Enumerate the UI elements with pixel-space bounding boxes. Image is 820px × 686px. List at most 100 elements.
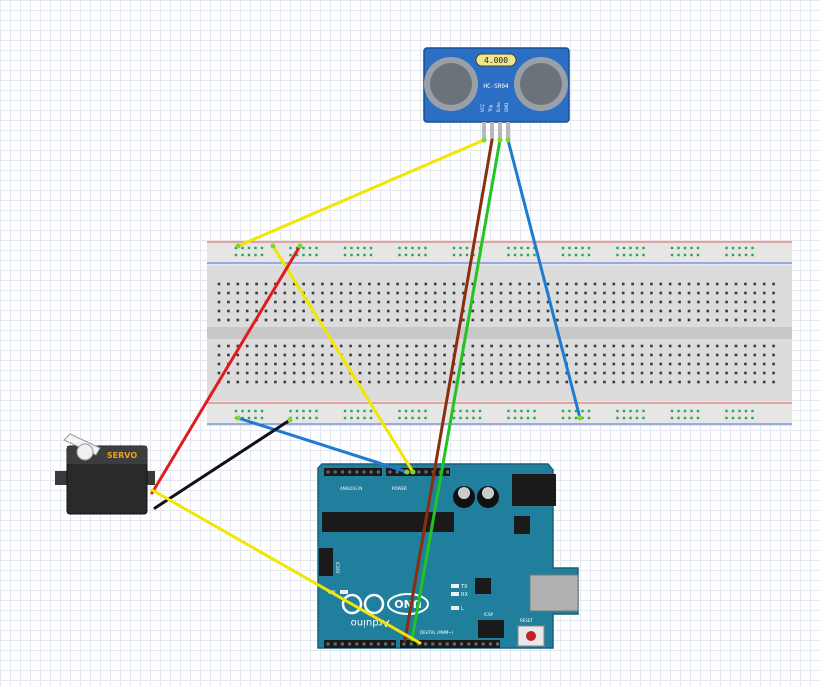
wire-servo-power[interactable] (150, 244, 302, 495)
sensor-model-label: HC-SR04 (483, 83, 509, 90)
wire-rail-5v[interactable] (271, 244, 415, 474)
wire-servo-signal[interactable] (150, 488, 422, 645)
breadboard-hole (321, 318, 324, 322)
rail-hole (629, 246, 632, 250)
breadboard-hole (603, 318, 606, 322)
servo-label: SERVO (107, 451, 137, 460)
breadboard-hole (565, 300, 569, 304)
breadboard-hole (546, 371, 550, 375)
breadboard-hole (330, 309, 334, 313)
breadboard-hole (377, 300, 381, 304)
breadboard-hole (715, 282, 719, 286)
breadboard-hole (537, 300, 540, 304)
breadboard-hole (659, 300, 663, 304)
rail-hole (642, 416, 645, 420)
breadboard-hole (452, 380, 456, 384)
wire-servo-ground[interactable] (153, 418, 292, 510)
rail-hole (369, 253, 373, 257)
breadboard-hole (509, 353, 512, 357)
breadboard-hole (339, 309, 343, 313)
breadboard-hole (368, 300, 371, 304)
breadboard-hole (631, 362, 634, 366)
wire-sensor-gnd[interactable] (506, 138, 582, 420)
breadboard-hole (499, 362, 503, 366)
breadboard-hole (405, 300, 409, 304)
reset-button-cap[interactable] (526, 631, 536, 641)
breadboard-hole (471, 344, 475, 348)
breadboard-hole (433, 291, 437, 295)
rail-hole (696, 253, 700, 257)
breadboard-hole (321, 362, 324, 366)
breadboard-hole (725, 318, 728, 322)
wire-sensor-trig[interactable] (403, 138, 494, 642)
rail-hole (459, 409, 462, 413)
breadboard-hole (762, 362, 766, 366)
rail-hole (738, 246, 741, 250)
breadboard-hole (697, 344, 700, 348)
breadboard-hole (245, 380, 249, 384)
breadboard-hole (471, 353, 475, 357)
breadboard-hole (386, 318, 390, 322)
breadboard-hole (480, 353, 484, 357)
breadboard-hole (603, 300, 606, 304)
breadboard-hole (659, 282, 663, 286)
breadboard-hole (650, 344, 653, 348)
header-pin (333, 642, 337, 646)
wire-end-marker (505, 137, 511, 143)
arduino-uno: UNO Arduino ANALOG IN POWER DIGITAL (PWM… (317, 463, 579, 649)
rail-hole (587, 409, 591, 413)
breadboard-hole (537, 380, 540, 384)
rail-hole (507, 246, 510, 250)
wire-sensor-vcc[interactable] (236, 138, 486, 248)
rail-hole (254, 409, 257, 413)
breadboard-hole (274, 380, 277, 384)
breadboard-hole (236, 344, 240, 348)
rail-hole (725, 246, 728, 250)
rail-hole (561, 246, 565, 250)
breadboard-hole (593, 309, 597, 313)
breadboard-hole (358, 282, 362, 286)
breadboard-hole (415, 309, 418, 313)
wire-sensor-echo[interactable] (410, 138, 502, 642)
breadboard-hole (358, 291, 362, 295)
breadboard-hole (734, 291, 738, 295)
breadboard-hole (509, 309, 512, 313)
breadboard-hole (697, 380, 700, 384)
breadboard-hole (396, 318, 399, 322)
rail-hole (561, 416, 565, 420)
rail-hole (308, 246, 312, 250)
breadboard-hole (772, 344, 775, 348)
wire-end-marker (404, 469, 410, 475)
breadboard-hole (668, 371, 672, 375)
rail-hole (404, 416, 408, 420)
breadboard-hole (640, 362, 644, 366)
rail-hole (452, 409, 456, 413)
header-pin (481, 642, 485, 646)
breadboard-hole (480, 291, 484, 295)
breadboard-hole (565, 318, 569, 322)
breadboard-hole (452, 291, 456, 295)
pin-label-vcc: VCC (480, 103, 485, 112)
breadboard-hole (339, 291, 343, 295)
breadboard-hole (725, 309, 728, 313)
breadboard-hole (509, 371, 512, 375)
breadboard-hole (734, 300, 738, 304)
breadboard-hole (405, 309, 409, 313)
wire-end-marker (481, 137, 487, 143)
wire-rail-gnd[interactable] (236, 416, 409, 474)
rail-hole (683, 253, 687, 257)
breadboard-hole (762, 353, 766, 357)
breadboard-hole (217, 291, 221, 295)
breadboard-hole (631, 318, 634, 322)
breadboard-hole (443, 380, 446, 384)
header-pin (355, 470, 359, 474)
rail-hole (363, 409, 366, 413)
breadboard-hole (631, 353, 634, 357)
breadboard-hole (537, 318, 540, 322)
rail-hole (404, 409, 408, 413)
breadboard-hole (480, 282, 484, 286)
breadboard-hole (574, 371, 578, 375)
breadboard-hole (706, 282, 710, 286)
breadboard-hole (443, 282, 446, 286)
breadboard-hole (715, 344, 719, 348)
